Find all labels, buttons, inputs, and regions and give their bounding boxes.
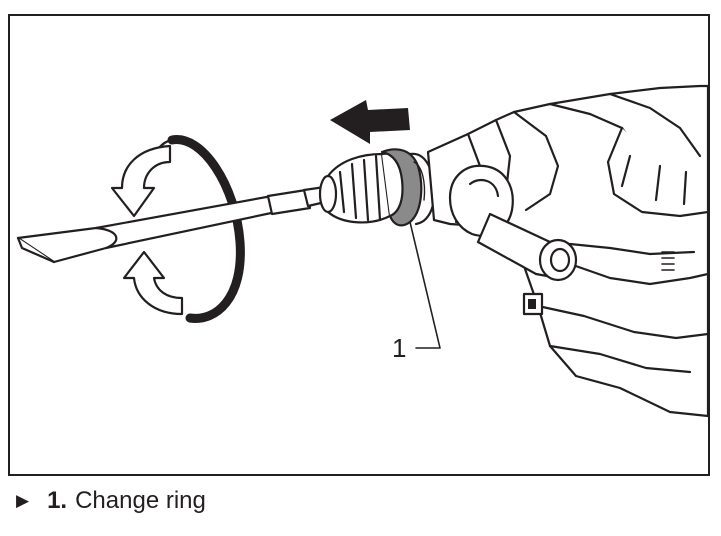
caption-number: 1. bbox=[47, 487, 68, 514]
direction-arrow-icon bbox=[330, 100, 410, 144]
caption-label: Change ring bbox=[75, 487, 206, 514]
illustration-frame: 1 bbox=[8, 14, 710, 476]
rotary-hammer-illustration: 1 bbox=[16, 84, 708, 418]
rotation-arrow-lower-icon bbox=[122, 250, 184, 316]
side-handle bbox=[448, 164, 578, 282]
figure-caption: ▶ 1. Change ring bbox=[14, 484, 206, 518]
caption-marker-icon: ▶ bbox=[16, 491, 30, 510]
callout-leader-line bbox=[409, 221, 441, 349]
tool-holder bbox=[318, 152, 406, 224]
chisel-bit bbox=[16, 184, 336, 264]
rotation-arrow-upper-icon bbox=[110, 144, 172, 218]
callout-number: 1 bbox=[392, 333, 406, 363]
